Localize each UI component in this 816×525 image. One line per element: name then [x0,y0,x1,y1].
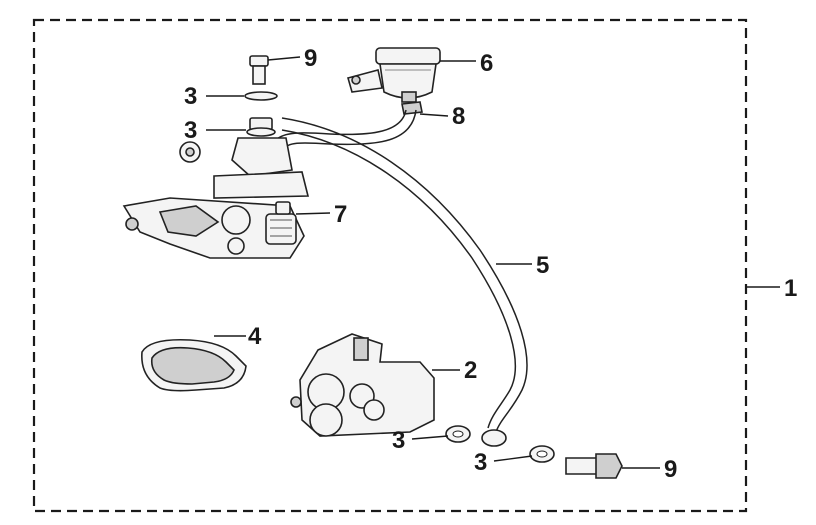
leader-9-top [267,56,301,61]
callout-2: 2 [464,357,477,384]
reservoir-hose-part [275,109,417,151]
leader-3-bottom [493,455,533,462]
callout-9-bottom: 9 [664,456,677,483]
leader-7 [295,212,331,215]
callout-1: 1 [784,275,797,302]
master-cylinder-part [122,117,310,259]
reservoir-part [347,47,441,103]
callout-3-body: 3 [184,117,197,144]
caliper-part [290,333,435,437]
brake-pads-part [141,338,247,392]
hose-clamp-part [401,101,423,115]
leader-8 [419,113,449,117]
leader-3-caliper [411,435,449,440]
callout-9-top: 9 [304,45,317,72]
callout-5: 5 [536,252,549,279]
washer-caliper-part [445,425,471,443]
washer-bottom-part [529,445,555,463]
brake-hose-part [281,117,528,447]
callout-3-caliper: 3 [392,427,405,454]
bolt-bottom-part [565,453,623,479]
callout-3-top: 3 [184,83,197,110]
bolt-top-part [249,55,269,85]
callout-6: 6 [480,50,493,77]
callout-7: 7 [334,201,347,228]
callout-8: 8 [452,103,465,130]
callout-3-bottom: 3 [474,449,487,476]
washer-top-part [244,91,278,101]
callout-4: 4 [248,323,262,350]
assembly-boundary [32,18,748,513]
